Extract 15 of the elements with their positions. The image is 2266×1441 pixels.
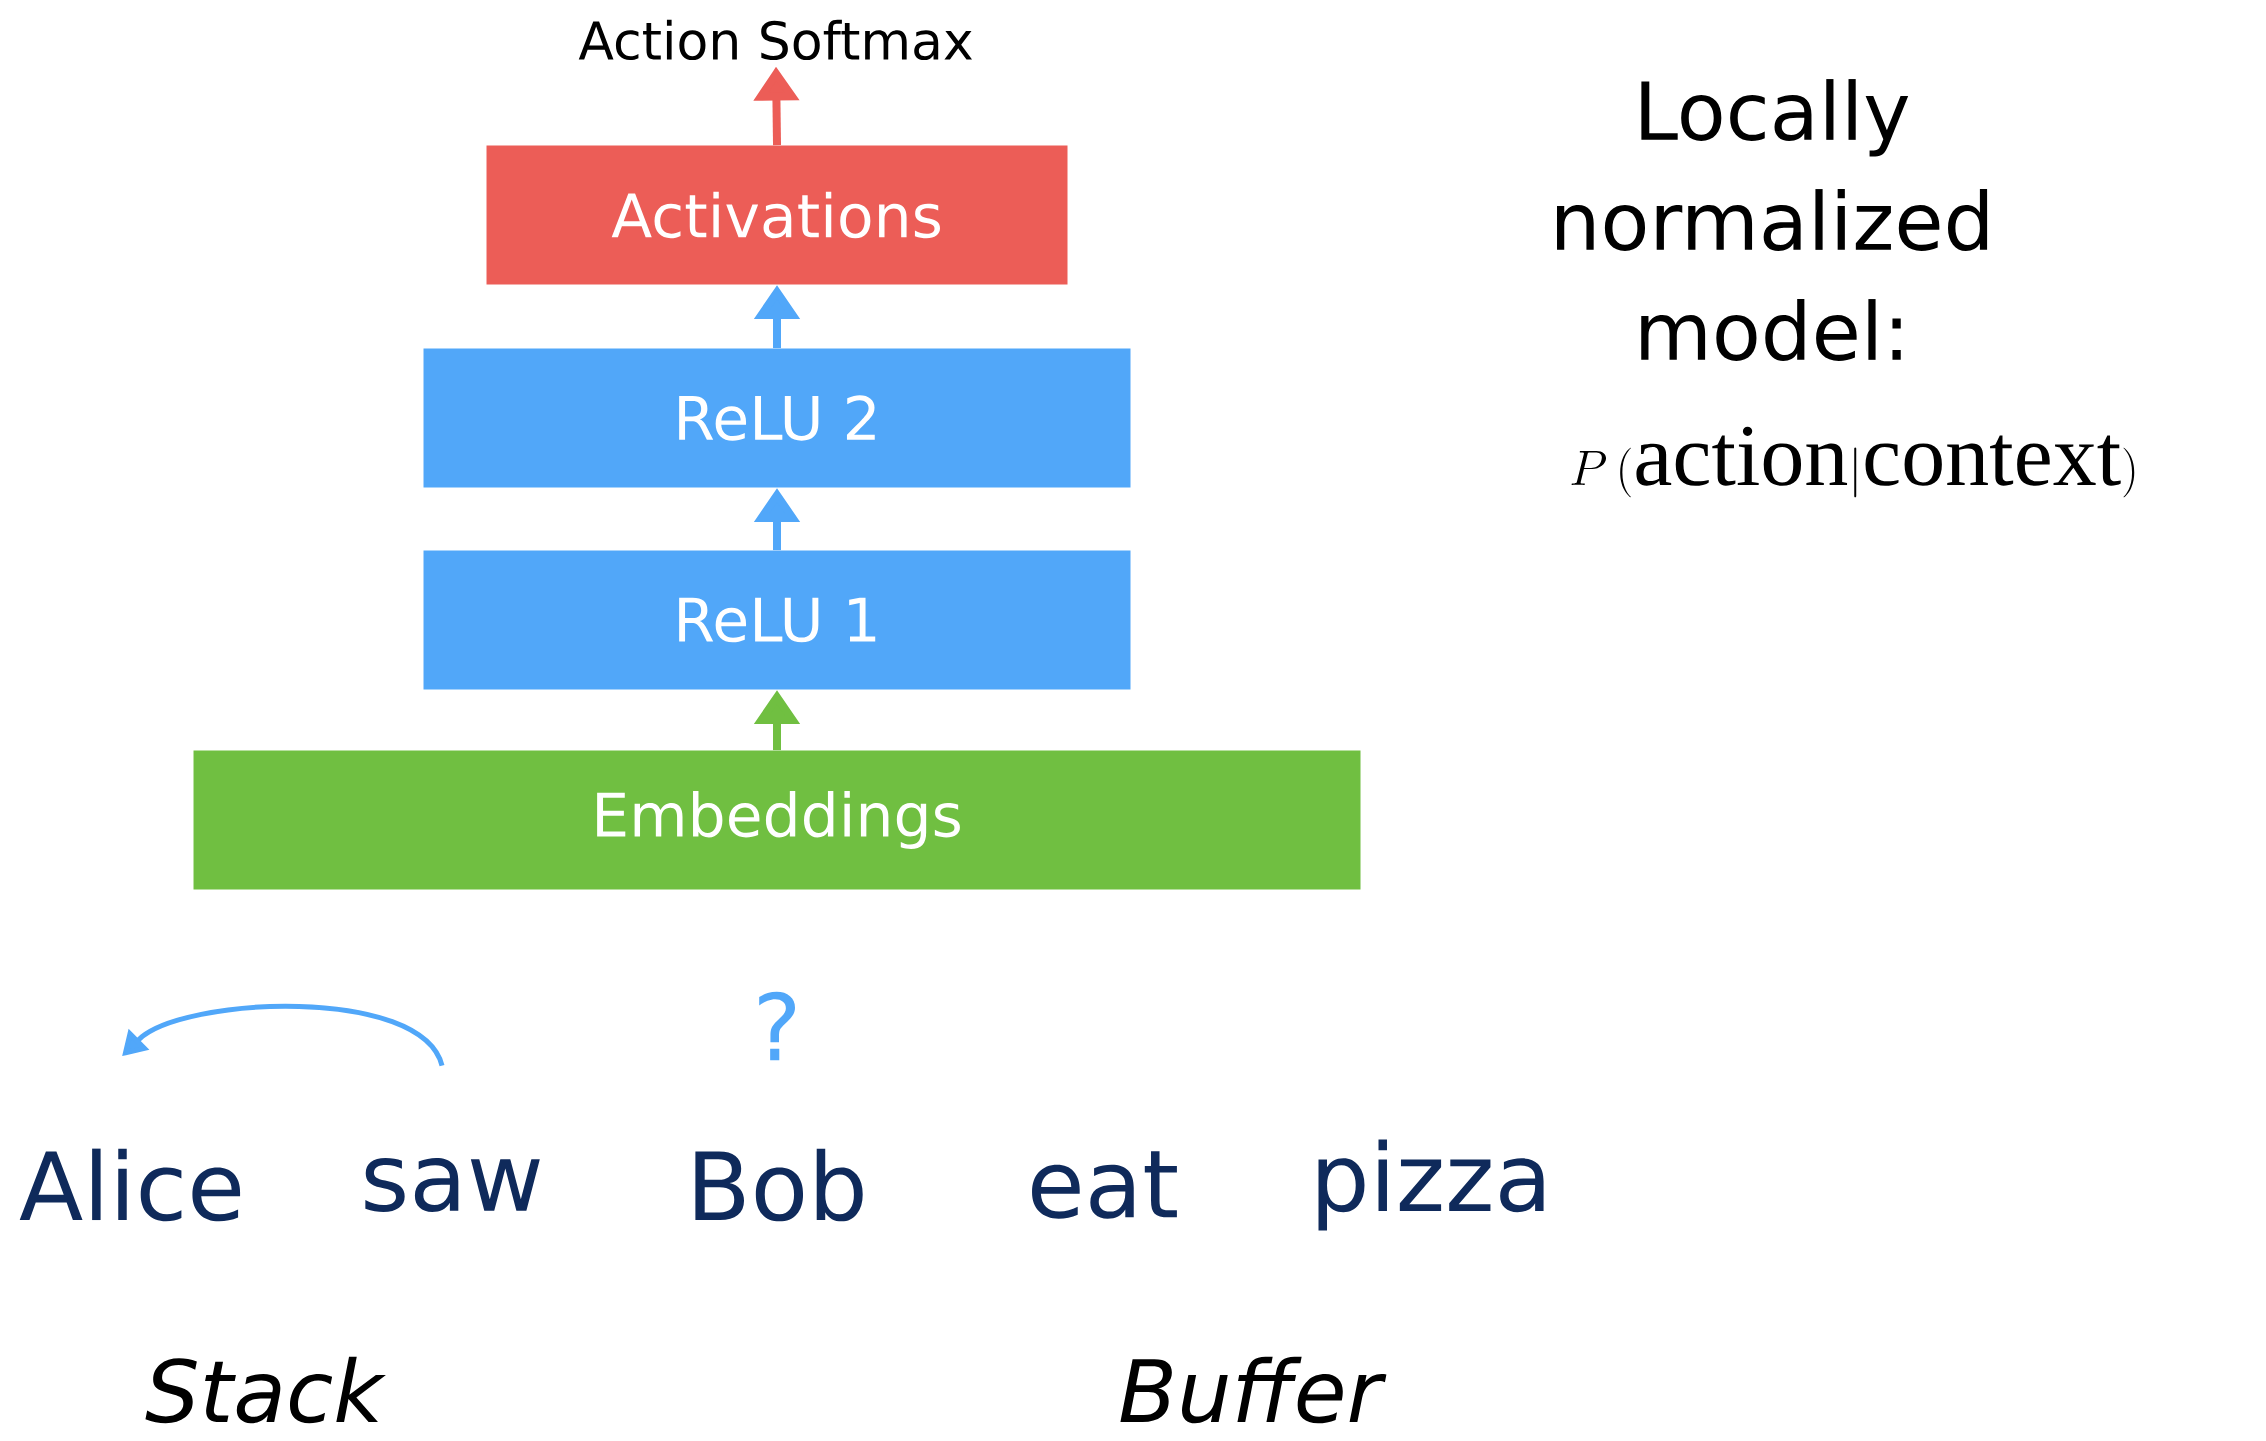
output-label: Action Softmax [578, 19, 972, 61]
layer-box: Embeddings [193, 750, 1361, 890]
section-label: Stack [145, 1356, 386, 1424]
question-mark: ? [759, 991, 795, 1061]
word: saw [365, 1158, 540, 1212]
layer-box: Activations [486, 145, 1068, 285]
word: Bob [695, 1148, 863, 1222]
formula: $P\,(\mathrm{action}|\mathrm{context})$ [1571, 426, 2135, 498]
word: Alice [19, 1148, 241, 1222]
word: pizza [1318, 1139, 1544, 1231]
word: eat [1032, 1151, 1177, 1219]
heading: Locally normalized model: [1557, 79, 1988, 361]
layer-box: ReLU 1 [423, 550, 1131, 690]
section-label: Buffer [1120, 1356, 1387, 1424]
layer-box: ReLU 2 [423, 348, 1131, 488]
